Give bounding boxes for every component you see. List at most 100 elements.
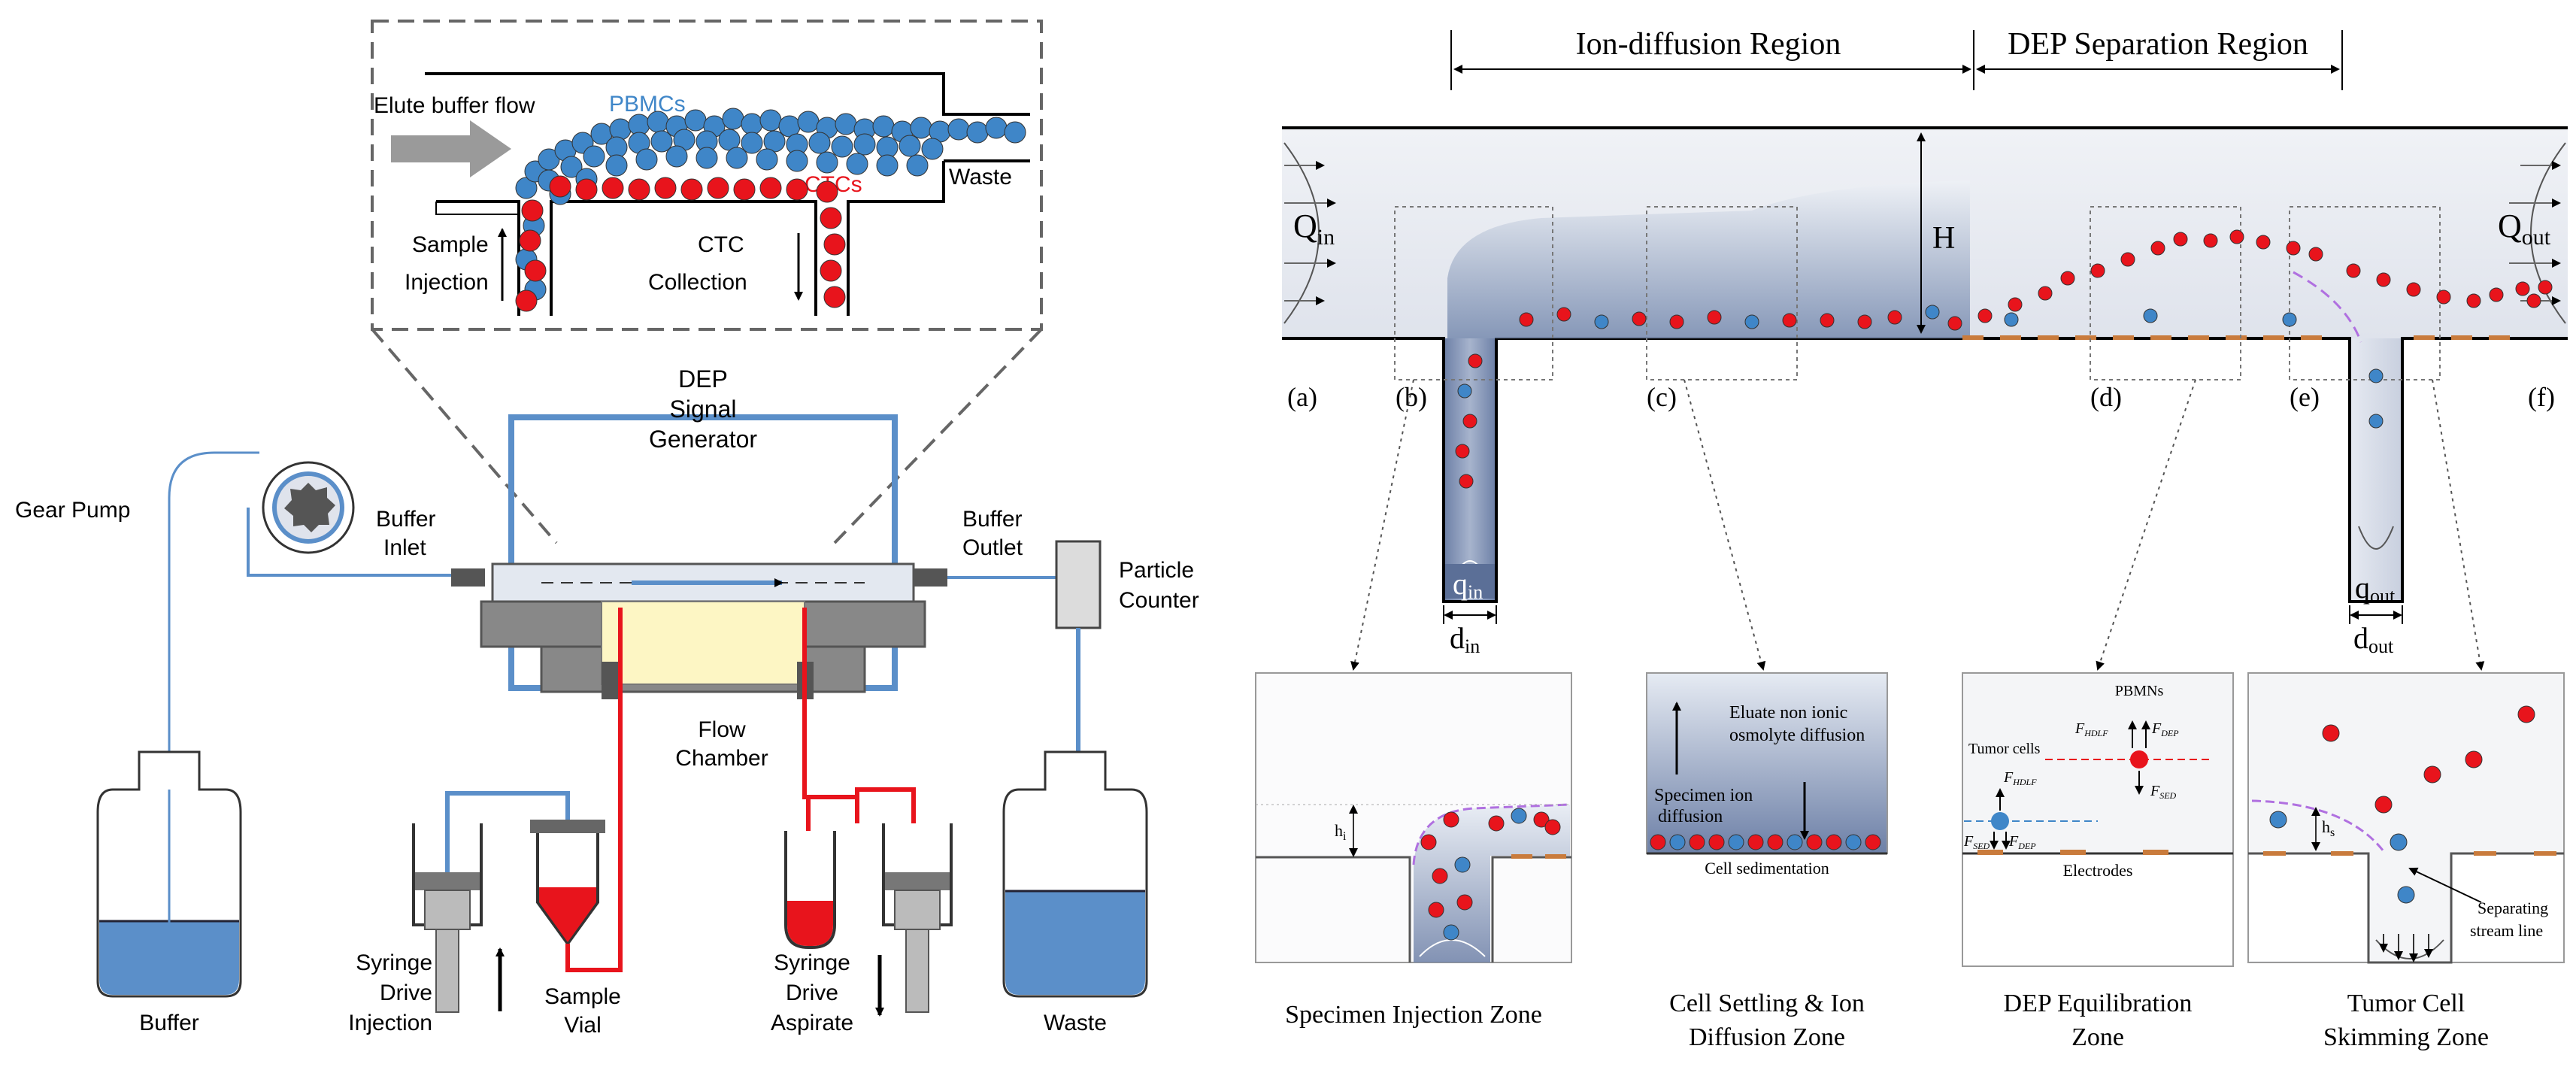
syringe-injection-label-1: Syringe [356, 950, 432, 975]
q-small-out-label: qout [2355, 571, 2396, 607]
inset-cell-ctc-73 [820, 207, 842, 229]
zone4-cells [2269, 705, 2535, 904]
buffer-inlet-label-2: Inlet [383, 535, 426, 560]
zoom-leaders [1350, 379, 2485, 671]
main-cell-ctc-8 [1632, 311, 1647, 326]
tumor-f-hdlf: FHDLF [2003, 769, 2037, 787]
inset-cell-pbmc-25 [966, 121, 989, 144]
electrode-10 [2414, 335, 2435, 340]
electrode-7 [2226, 335, 2247, 340]
inset-cell-ctc-72 [816, 180, 838, 203]
projection-line-left [371, 328, 558, 544]
inset-cell-pbmc-14 [759, 109, 782, 132]
hs-label: hs [2322, 817, 2335, 839]
flow-chamber-window [601, 601, 805, 685]
inset-cell-pbmc-50 [665, 145, 688, 168]
inset-cell-ctc-63 [575, 178, 598, 201]
q-out-profile [2358, 526, 2394, 550]
main-cell-ctc-3 [1455, 444, 1470, 459]
particle-counter-box [1055, 540, 1102, 629]
main-cell-ctc-27 [2229, 229, 2244, 244]
inlet-profile-arrows [1284, 161, 1336, 305]
main-cell-ctc-26 [2203, 233, 2218, 248]
inset-cell-pbmc-29 [560, 156, 583, 178]
main-cell-ctc-17 [1947, 316, 1962, 331]
main-cell-ctc-10 [1707, 310, 1722, 325]
zone1-cell-ctc-8 [1456, 894, 1473, 911]
tumor-f-dep: FDEP [2008, 833, 2036, 851]
inset-cell-pbmc-18 [835, 113, 857, 135]
inset-waste-label: Waste [949, 165, 1012, 189]
zone1-cell-pbmc-6 [1454, 856, 1471, 873]
q-out-label: Qout [2498, 208, 2551, 250]
main-cell-ctc-5 [1519, 312, 1534, 327]
electrode-6 [2188, 335, 2209, 340]
dep-zone-label-2: Zone [2071, 1023, 2124, 1051]
zoom-boxes [1394, 206, 2441, 380]
inset-cell-pbmc-55 [816, 151, 838, 174]
zone1-cell-ctc-1 [1488, 815, 1505, 832]
main-cell-pbmc-43 [2368, 368, 2384, 383]
inset-cell-pbmc-26 [985, 117, 1008, 139]
main-cell-pbmc-16 [1925, 305, 1940, 320]
buffer-outlet-label-2: Outlet [962, 535, 1023, 560]
electrode-4 [2113, 335, 2134, 340]
ctc-collection-label-2: Collection [648, 270, 747, 295]
inlet-fitting [451, 568, 485, 587]
syringe-injection-label-2: Drive [380, 981, 432, 1005]
panel-label-c: (c) [1647, 382, 1677, 412]
main-cell-ctc-38 [2526, 293, 2541, 308]
sedimentation-label: Cell sedimentation [1705, 859, 1829, 878]
inset-cell-ctc-77 [521, 199, 544, 222]
zone2-cell-pbmc-4 [1728, 834, 1744, 850]
elute-buffer-flow-label: Elute buffer flow [374, 93, 535, 118]
buffer-supply-tube [168, 451, 259, 793]
main-cell-ctc-39 [2538, 280, 2553, 295]
main-cell-ctc-29 [2286, 241, 2301, 256]
skimming-zone-label-2: Skimming Zone [2323, 1023, 2489, 1051]
main-cell-ctc-20 [2038, 286, 2053, 301]
inset-channel-top-wall [425, 72, 1030, 116]
zone-dep: PBMNs FHDLF FDEP FSED Tumor cells FHDLF … [1962, 672, 2234, 1051]
main-cell-ctc-13 [1820, 313, 1835, 328]
sample-red-tube [565, 608, 623, 972]
panel-label-b: (b) [1396, 382, 1427, 412]
electrode-9 [2301, 335, 2322, 340]
gear-pump-label: Gear Pump [15, 498, 130, 523]
buffer-bottle: Buffer [96, 750, 242, 1035]
zone1-cell-ctc-7 [1428, 902, 1444, 918]
inset-cell-ctc-64 [602, 177, 624, 199]
zone-injection: hi Specimen Injection Zone [1255, 672, 1572, 1029]
flow-label: Flow [698, 717, 746, 742]
main-cell-ctc-36 [2489, 287, 2504, 302]
inset-wall-ledge [435, 202, 519, 215]
main-cell-ctc-28 [2256, 235, 2271, 250]
q-small-in-label: qin [1453, 567, 1483, 603]
eluate-label-2: osmolyte diffusion [1729, 726, 1865, 745]
electrode-3 [2075, 335, 2096, 340]
electrode-12 [2489, 335, 2510, 340]
dep-zone-label-1: DEP Equilibration [2004, 990, 2193, 1017]
main-cell-ctc-37 [2515, 281, 2530, 296]
electrode-1 [2000, 335, 2021, 340]
zone2-cell-ctc-9 [1826, 834, 1842, 850]
zone1-cell-ctc-3 [1533, 811, 1550, 828]
tumor-f-sed: FSED [1963, 833, 1990, 851]
buffer-outlet-label-1: Buffer [962, 507, 1023, 532]
inset-cell-ctc-78 [519, 229, 541, 252]
zone-skimming: hs Separating stream line Tumor Cell Ski… [2247, 672, 2565, 1051]
inset-cell-ctc-71 [786, 178, 808, 201]
zone1-cells [1420, 808, 1561, 941]
settling-zone-label-2: Diffusion Zone [1689, 1023, 1845, 1051]
electrode-8 [2263, 335, 2284, 340]
inset-cell-pbmc-33 [650, 130, 673, 153]
chamber-label: Chamber [675, 746, 768, 771]
gear-pump: Gear Pump [15, 461, 355, 554]
zone2-cell-ctc-6 [1767, 834, 1784, 850]
inset-cell-pbmc-16 [797, 111, 820, 133]
gear-pump-outer-ring [262, 461, 355, 554]
main-cell-ctc-1 [1468, 353, 1483, 368]
zone2-cell-ctc-8 [1806, 834, 1823, 850]
main-cell-ctc-23 [2120, 252, 2135, 267]
zone1-cell-pbmc-2 [1511, 808, 1527, 824]
